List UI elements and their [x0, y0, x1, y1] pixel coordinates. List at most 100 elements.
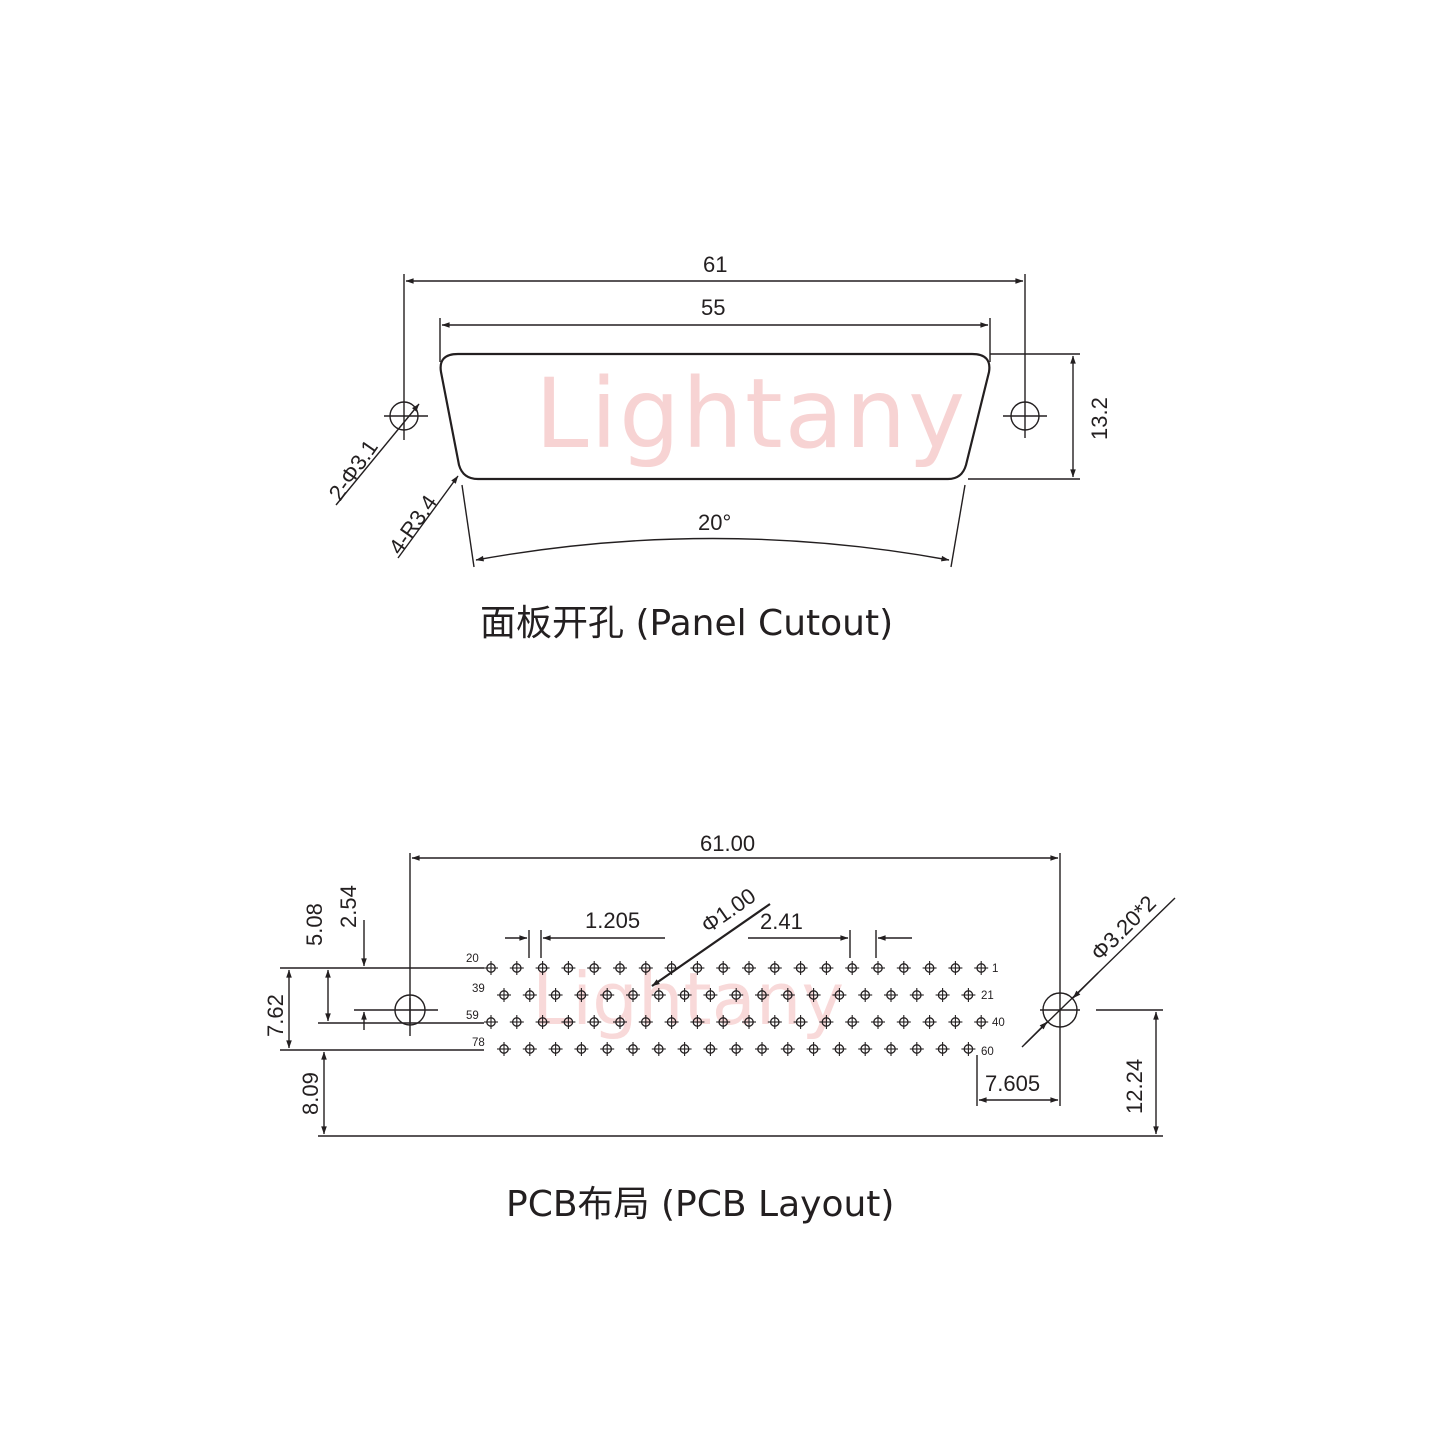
pin-pad	[600, 988, 615, 1002]
dim-height-label: 13.2	[1087, 397, 1112, 440]
pin-pad	[858, 988, 873, 1002]
dim-cutout-width-label: 55	[701, 295, 725, 320]
pin-pad	[587, 961, 602, 975]
pin-pad	[677, 1042, 692, 1056]
pin-pad	[703, 988, 718, 1002]
pcb-overall-width-label: 61.00	[700, 831, 755, 856]
row-3-left-label: 59	[466, 1010, 479, 1022]
pcb-right-mount-hole	[1040, 853, 1163, 1106]
pin-pad	[935, 988, 950, 1002]
pin-pad	[780, 988, 795, 1002]
dim-overall-width-label: 61	[703, 252, 727, 277]
pin-pad	[819, 961, 834, 975]
pin-pad	[535, 961, 550, 975]
pin-pad	[638, 961, 653, 975]
pin-pad	[600, 1042, 615, 1056]
panel-cutout-view: Lightany 61 55 13.2 2	[324, 252, 1112, 644]
row-1-left-label: 20	[466, 953, 479, 965]
pin-pad	[574, 988, 589, 1002]
pin-pad	[690, 1015, 705, 1029]
pin-pad	[587, 1015, 602, 1029]
pin-pad	[690, 961, 705, 975]
bottom-offset-label: 8.09	[298, 1072, 323, 1115]
pin-pad	[896, 961, 911, 975]
angle-arc	[475, 537, 950, 562]
pin-pad	[548, 1042, 563, 1056]
pin-pad	[961, 988, 976, 1002]
pin-pitch-label: 2.41	[760, 909, 803, 934]
hole-callout-label: 2-Φ3.1	[324, 435, 383, 505]
pin-pad	[922, 1015, 937, 1029]
pin-pad	[961, 1042, 976, 1056]
pin-pad	[948, 1015, 963, 1029]
pin-pad	[484, 961, 498, 975]
pin-pad	[613, 1015, 627, 1029]
pin-offset-label: 1.205	[585, 908, 640, 933]
pin-pad	[948, 961, 963, 975]
dim-angle-label: 20°	[698, 510, 731, 535]
pin-pad	[845, 1015, 860, 1029]
row-pitch-label: 2.54	[336, 885, 361, 928]
pin-pad	[651, 988, 666, 1002]
pin-pad	[522, 988, 537, 1002]
pin-pad	[509, 961, 524, 975]
pin-pad	[497, 988, 511, 1002]
pin-pad	[509, 1015, 524, 1029]
pin-field	[484, 961, 989, 1056]
pin-pad	[767, 1015, 782, 1029]
hole-height-label: 12.24	[1122, 1059, 1147, 1114]
pin-pad	[561, 1015, 576, 1029]
mount-hole-label: Φ3.20*2	[1086, 890, 1161, 965]
pin-diameter-leader	[651, 903, 771, 987]
pin-pad	[613, 961, 627, 975]
left-mount-hole	[384, 392, 428, 440]
pin-pad	[703, 1042, 718, 1056]
watermark: Lightany	[535, 358, 967, 470]
pin-pad	[729, 1042, 744, 1056]
pin-pad	[793, 1015, 808, 1029]
row-4-right-label: 60	[981, 1046, 994, 1058]
pin-pad	[484, 1015, 498, 1029]
pin-pad	[626, 988, 640, 1002]
pin-pad	[806, 1042, 821, 1056]
hole-leader	[335, 403, 420, 506]
mount-hole-leader	[1021, 897, 1176, 1048]
pin-pad	[574, 1042, 589, 1056]
pin-pad	[716, 961, 731, 975]
pin-pad	[535, 1015, 550, 1029]
radius-leader	[397, 475, 459, 559]
pin-pad	[884, 1042, 898, 1056]
radius-callout-label: 4-R3.4	[384, 490, 442, 558]
pin-pad	[871, 1015, 885, 1029]
pin-pad	[664, 1015, 679, 1029]
pin-pad	[845, 961, 860, 975]
pin-pad	[522, 1042, 537, 1056]
pin-pad	[755, 988, 769, 1002]
three-rows-label: 7.62	[263, 994, 288, 1037]
pin-diameter-label: Φ1.00	[697, 883, 761, 938]
pin-pad	[561, 961, 576, 975]
pin-pad	[716, 1015, 731, 1029]
row-2-left-label: 39	[472, 983, 485, 995]
pin-pad	[974, 961, 989, 975]
pin-pad	[742, 1015, 756, 1029]
pin-pad	[729, 988, 744, 1002]
pin-pad	[767, 961, 782, 975]
d-sub-cutout-outline	[439, 352, 991, 481]
pin-pad	[626, 1042, 640, 1056]
pin-pad	[677, 988, 692, 1002]
row-4-left-label: 78	[472, 1037, 485, 1049]
pin-pad	[755, 1042, 769, 1056]
pin-pad	[742, 961, 756, 975]
pin-pad	[871, 961, 885, 975]
pin-pad	[884, 988, 898, 1002]
right-mount-hole	[1003, 394, 1047, 438]
row-1-right-label: 1	[992, 963, 998, 975]
pin-pad	[909, 988, 924, 1002]
two-rows-label: 5.08	[302, 903, 327, 946]
pin-pad	[819, 1015, 834, 1029]
pin-pad	[909, 1042, 924, 1056]
panel-cutout-caption: 面板开孔 (Panel Cutout)	[480, 603, 893, 644]
pin-pad	[832, 988, 847, 1002]
